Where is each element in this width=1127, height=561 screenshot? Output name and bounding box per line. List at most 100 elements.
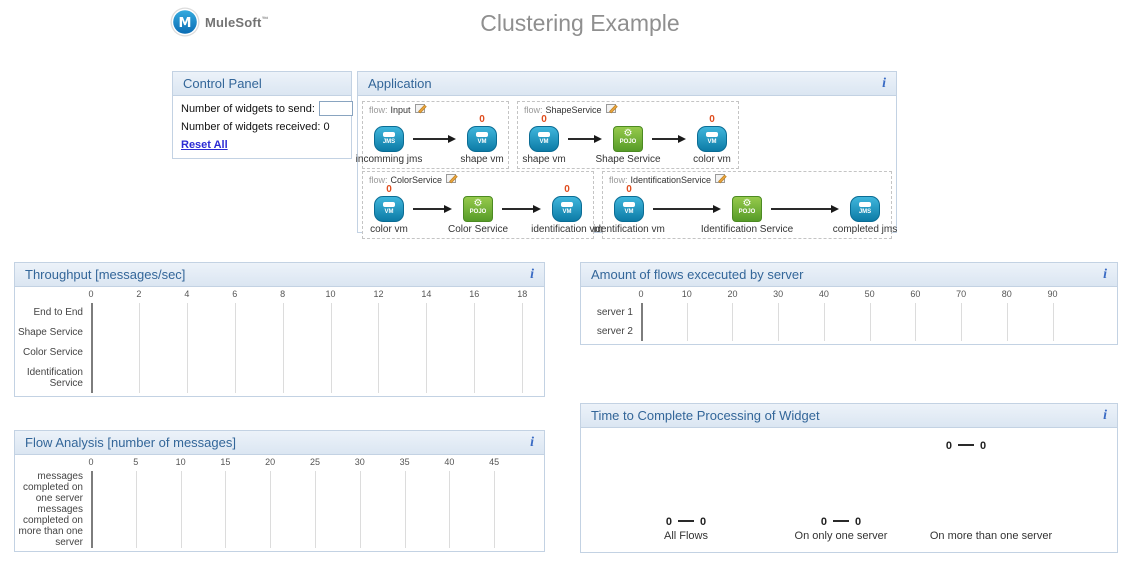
- x-tick-label: 14: [421, 289, 432, 299]
- gridline: [778, 303, 780, 341]
- flow-prefix: flow:: [369, 174, 388, 185]
- gridline: [1052, 303, 1054, 341]
- reset-all-link[interactable]: Reset All: [181, 139, 228, 151]
- x-tick-label: 35: [399, 457, 410, 467]
- info-icon[interactable]: i: [1103, 267, 1107, 282]
- endpoint-glyph: [623, 202, 635, 207]
- range-dash: [958, 444, 974, 446]
- icon-text: VM: [477, 139, 487, 145]
- gridline: [1006, 303, 1008, 341]
- endpoint-glyph: [561, 202, 573, 207]
- edit-flow-icon[interactable]: [605, 103, 618, 116]
- icon-text: POJO: [619, 139, 637, 145]
- icon-text: VM: [539, 139, 549, 145]
- gridline: [234, 303, 236, 393]
- category-label: Color Service: [22, 346, 83, 358]
- icon-text: JMS: [858, 209, 872, 215]
- x-tick-label: 0: [88, 289, 94, 299]
- widgets-to-send-label: Number of widgets to send:: [181, 102, 315, 115]
- axis-line: [91, 471, 93, 548]
- x-tick-label: 40: [444, 457, 455, 467]
- node-label: identification vm: [531, 224, 603, 235]
- flow-analysis-panel: Flow Analysis [number of messages] i mes…: [14, 430, 545, 552]
- category-label: Identification Service: [26, 366, 83, 389]
- control-panel: Control Panel Number of widgets to send:…: [172, 71, 366, 159]
- jms-icon: JMS: [374, 126, 404, 152]
- flow-arrow-icon: [568, 135, 602, 143]
- gridline: [180, 471, 182, 548]
- info-icon[interactable]: i: [530, 435, 534, 450]
- flow-arrow-icon: [413, 205, 452, 213]
- gauge-max: 0: [980, 440, 987, 452]
- x-tick-label: 18: [517, 289, 528, 299]
- time-to-complete-panel-header: Time to Complete Processing of Widget i: [581, 404, 1117, 428]
- icon-text: VM: [384, 209, 394, 215]
- svg-text:M: M: [179, 16, 192, 31]
- gridline: [686, 303, 688, 341]
- widgets-received-value: 0: [323, 121, 330, 133]
- gauge-label: On only one server: [794, 530, 888, 542]
- gridline: [282, 303, 284, 393]
- message-count: 0: [541, 114, 547, 125]
- range-dash: [678, 520, 694, 522]
- flow-arrow-icon: [653, 205, 721, 213]
- vm-icon: VM: [697, 126, 727, 152]
- pojo-icon: ⚙POJO: [732, 196, 762, 222]
- node-label: shape vm: [522, 154, 566, 165]
- throughput-panel-header: Throughput [messages/sec] i: [15, 263, 544, 287]
- flow-name: IdentificationService: [630, 174, 712, 185]
- info-icon[interactable]: i: [1103, 408, 1107, 423]
- edit-flow-icon[interactable]: [446, 173, 458, 186]
- pojo-icon: ⚙POJO: [613, 126, 643, 152]
- x-tick-label: 80: [1001, 289, 1012, 299]
- node-label: Shape Service: [595, 154, 661, 165]
- flow-arrow-icon: [771, 205, 839, 213]
- message-count: 0: [386, 184, 392, 195]
- gauge-label: On more than one server: [929, 530, 1053, 542]
- flow-arrow-icon: [413, 135, 456, 143]
- gridline: [135, 471, 137, 548]
- info-icon[interactable]: i: [530, 267, 534, 282]
- gauge-min: 0: [820, 516, 827, 528]
- edit-flow-icon[interactable]: [715, 173, 727, 186]
- jms-icon: JMS: [850, 196, 880, 222]
- gridline: [404, 471, 406, 548]
- widgets-to-send-input[interactable]: [318, 101, 353, 116]
- range-dash: [833, 520, 849, 522]
- x-tick-label: 8: [280, 289, 286, 299]
- gridline: [869, 303, 871, 341]
- endpoint-glyph: [859, 202, 871, 207]
- category-label: messages completed on more than one serv…: [18, 504, 84, 548]
- message-count: 0: [479, 114, 485, 125]
- info-icon[interactable]: i: [882, 76, 886, 91]
- category-label: Shape Service: [17, 327, 83, 339]
- gauge-max: 0: [700, 516, 707, 528]
- gridline: [186, 303, 188, 393]
- node-label: color vm: [693, 154, 731, 165]
- flows-by-server-panel: Amount of flows excecuted by server i se…: [580, 262, 1118, 345]
- x-tick-label: 40: [818, 289, 829, 299]
- widgets-received-row: Number of widgets received: 0: [181, 121, 343, 133]
- message-count: [847, 184, 883, 195]
- category-label: server 2: [596, 326, 633, 337]
- vm-icon: VM: [529, 126, 559, 152]
- edit-flow-icon[interactable]: [414, 103, 427, 116]
